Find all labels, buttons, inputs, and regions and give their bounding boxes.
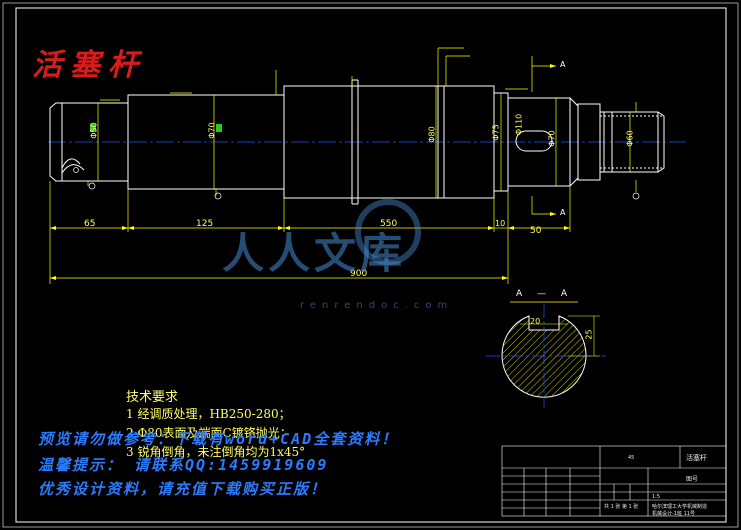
promo-line-1: 预览请勿做参考：下载有word+CAD全套资料！ <box>38 430 399 448</box>
dim-sec-25: 25 <box>584 329 594 340</box>
dim-d110: Φ110 <box>514 113 524 136</box>
section-mark-bottom: A <box>560 208 566 217</box>
dim-d60: Φ60 <box>625 130 635 147</box>
tb-class: 机械设计-1班 11号 <box>652 511 695 517</box>
dim-sec-20: 20 <box>530 317 541 326</box>
dim-d70-neck: Φ70 <box>547 130 557 147</box>
tech-heading: 技术要求 <box>126 390 179 405</box>
dim-len-10: 10 <box>495 219 506 228</box>
dim-len-125: 125 <box>196 219 214 229</box>
tb-school: 哈尔滨理工大学机械制造 <box>652 504 708 510</box>
tb-material: 45 <box>628 455 635 461</box>
title-block <box>501 445 727 517</box>
section-view <box>486 301 606 408</box>
tb-sheet: 共 1 张 第 1 张 <box>604 504 639 510</box>
dimension-lines <box>49 47 637 284</box>
dim-len-550: 550 <box>380 219 398 229</box>
watermark-logo-icon <box>355 199 421 265</box>
dim-d70: Φ70 <box>207 122 217 139</box>
section-title: A — A <box>516 289 574 299</box>
dim-len-50: 50 <box>530 226 542 236</box>
tolerance-markers <box>90 124 222 132</box>
drawing-frame <box>15 7 727 523</box>
drawing-title: 活塞杆 <box>32 48 146 83</box>
dim-d50: Φ50 <box>89 122 99 139</box>
watermark-brand: 人人文库 <box>222 229 407 278</box>
tech-item-2: 2 Φ80表面及端面C镀铬抛光； <box>126 426 292 440</box>
datum-symbols <box>73 167 640 200</box>
dim-d80: Φ80 <box>427 126 437 143</box>
promo-line-2: 温馨提示： 请联系QQ:1459919609 <box>38 456 329 474</box>
tech-item-3: 3 锐角倒角，未注倒角均为1x45° <box>126 445 306 459</box>
tech-item-1: 1 经调质处理，HB250-280； <box>126 407 291 421</box>
section-mark-top: A <box>560 60 566 69</box>
dim-len-900: 900 <box>350 269 368 279</box>
tb-scale: 1:5 <box>652 494 661 500</box>
watermark-url: renrendoc.com <box>300 300 454 311</box>
tb-part-name: 活塞杆 <box>686 454 707 462</box>
tb-drawing-no: 图号 <box>686 476 699 483</box>
dim-d75: Φ75 <box>491 124 501 141</box>
dimension-arrows <box>50 64 570 280</box>
dim-len-65: 65 <box>84 219 96 229</box>
promo-line-3: 优秀设计资料，请充值下载购买正版！ <box>38 480 328 498</box>
shaft-outline <box>49 79 665 205</box>
